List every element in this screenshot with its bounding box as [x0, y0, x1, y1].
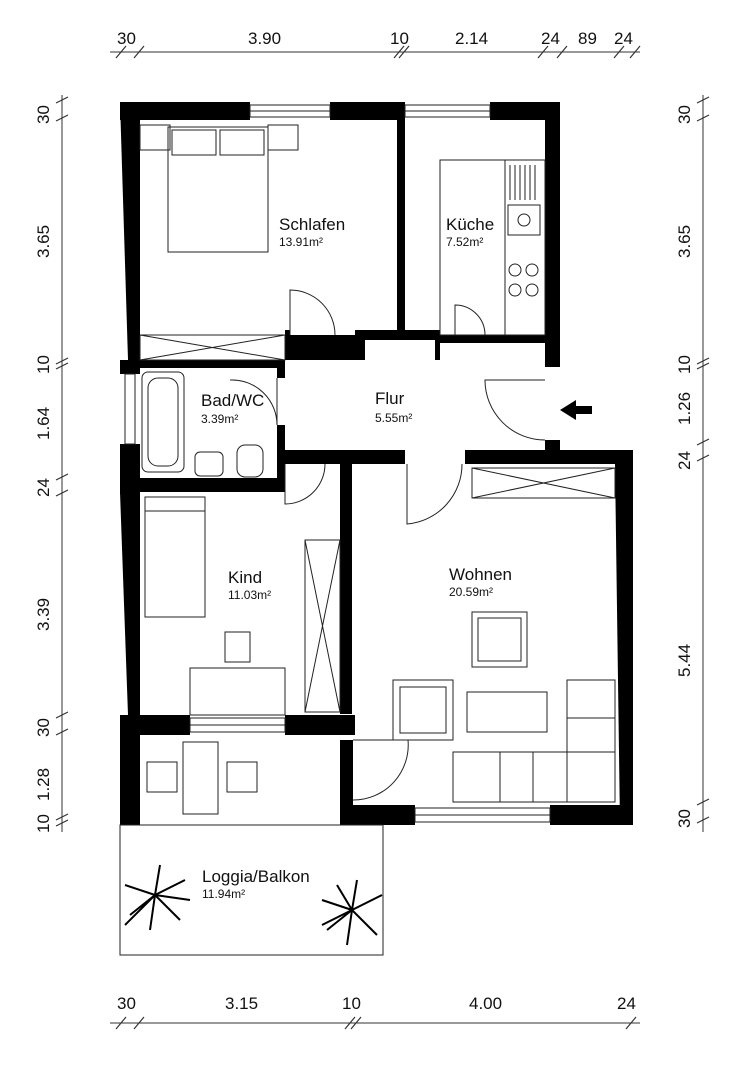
dim-label: 30 [675, 809, 694, 828]
room-schlafen: Schlafen 13.91m² [279, 215, 345, 249]
room-name: Wohnen [449, 565, 512, 584]
room-area: 7.52m² [446, 235, 483, 249]
room-area: 11.03m² [228, 588, 271, 602]
dimension-lines [55, 45, 710, 1030]
dim-label: 3.15 [225, 994, 258, 1013]
room-name: Flur [375, 389, 405, 408]
dimensions-left: 30 3.65 10 1.64 24 3.39 30 1.28 10 [34, 105, 53, 833]
room-name: Bad/WC [201, 391, 264, 410]
dimensions-bottom: 30 3.15 10 4.00 24 [117, 994, 636, 1013]
dim-label: 10 [390, 29, 409, 48]
room-area: 13.91m² [279, 235, 323, 249]
fixtures [119, 104, 616, 956]
room-flur: Flur 5.55m² [375, 389, 412, 425]
dim-label: 24 [617, 994, 636, 1013]
dim-label: 4.00 [469, 994, 502, 1013]
room-area: 5.55m² [375, 411, 412, 425]
arrow-left-icon [560, 400, 592, 420]
dim-label: 1.64 [34, 407, 53, 440]
dim-label: 30 [117, 29, 136, 48]
dim-label: 30 [34, 718, 53, 737]
dimensions-top: 30 3.90 10 2.14 24 89 24 [117, 29, 633, 48]
room-kind: Kind 11.03m² [228, 568, 271, 602]
room-name: Schlafen [279, 215, 345, 234]
plant-icon [124, 864, 383, 946]
dim-label: 30 [675, 105, 694, 124]
room-kueche: Küche 7.52m² [446, 215, 494, 249]
dim-label: 89 [578, 29, 597, 48]
dim-label: 3.65 [34, 225, 53, 258]
dim-label: 24 [614, 29, 633, 48]
dim-label: 24 [541, 29, 560, 48]
room-name: Küche [446, 215, 494, 234]
dim-label: 30 [34, 105, 53, 124]
walls [120, 102, 633, 825]
room-name: Kind [228, 568, 262, 587]
dim-label: 5.44 [675, 644, 694, 677]
dim-label: 2.14 [455, 29, 488, 48]
room-name: Loggia/Balkon [202, 867, 310, 886]
room-area: 20.59m² [449, 585, 493, 599]
dim-label: 10 [342, 994, 361, 1013]
dim-label: 1.26 [675, 392, 694, 425]
dim-label: 3.90 [248, 29, 281, 48]
dim-label: 10 [34, 814, 53, 833]
dim-label: 3.39 [34, 598, 53, 631]
dim-label: 3.65 [675, 225, 694, 258]
dim-label: 30 [117, 994, 136, 1013]
dim-label: 24 [34, 478, 53, 497]
dim-label: 1.28 [34, 768, 53, 801]
room-loggia: Loggia/Balkon 11.94m² [202, 867, 310, 901]
dimensions-right: 30 3.65 10 1.26 24 5.44 30 [675, 105, 694, 828]
room-area: 11.94m² [202, 887, 245, 901]
room-bad-wc: Bad/WC 3.39m² [201, 391, 264, 426]
room-area: 3.39m² [201, 412, 238, 426]
dim-label: 24 [675, 451, 694, 470]
dim-label: 10 [675, 355, 694, 374]
room-wohnen: Wohnen 20.59m² [449, 565, 512, 599]
dim-label: 10 [34, 355, 53, 374]
